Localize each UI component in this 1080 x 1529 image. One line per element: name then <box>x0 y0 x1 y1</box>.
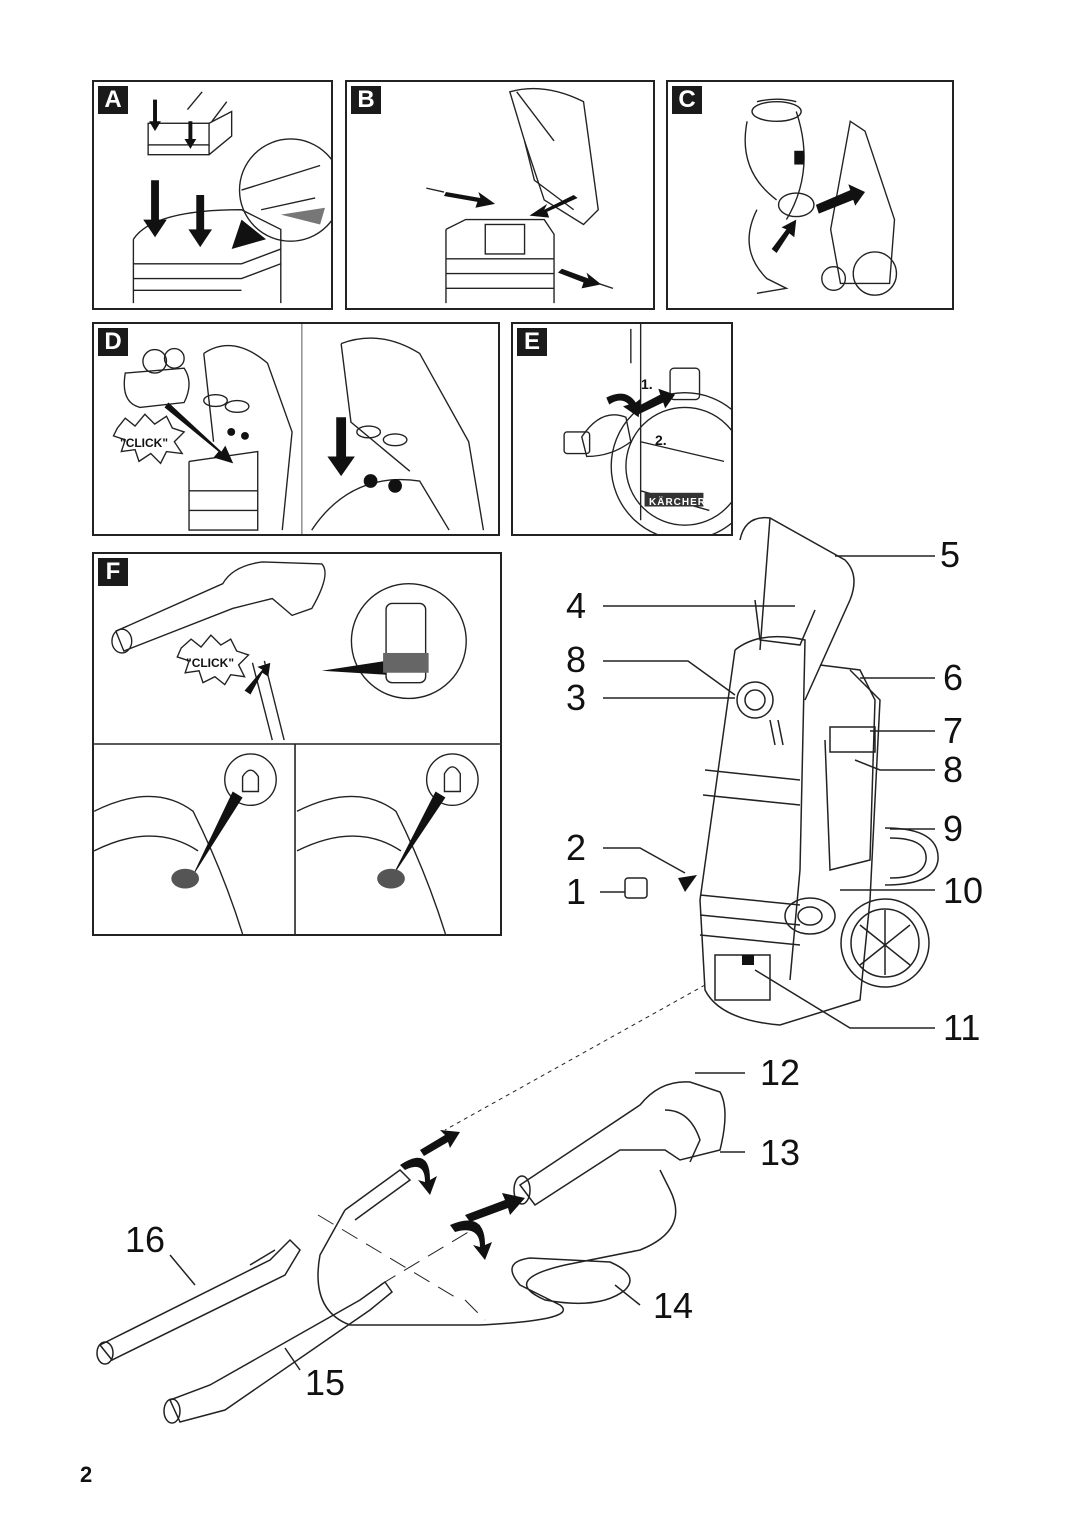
step-1-label: 1. <box>641 376 653 392</box>
callout-15: 15 <box>305 1362 346 1403</box>
panel-label-a: A <box>98 86 128 114</box>
panel-label-e: E <box>517 328 547 356</box>
callout-7: 7 <box>943 710 964 751</box>
callout-2: 2 <box>566 827 587 868</box>
click-label-f: "CLICK" <box>186 656 235 670</box>
click-label-d: "CLICK" <box>120 436 169 450</box>
panel-a: A <box>92 80 333 310</box>
illustration-e <box>563 324 731 534</box>
panel-label-b: B <box>351 86 381 114</box>
panel-label-f: F <box>98 558 128 586</box>
callout-4: 4 <box>566 585 587 626</box>
brand-label: KÄRCHER <box>649 497 706 508</box>
panel-d: D "CLICK" <box>92 322 500 536</box>
panel-e: E 1. 2. KÄRCHER <box>511 322 733 536</box>
callout-16: 16 <box>125 1219 166 1260</box>
panel-label-d: D <box>98 328 128 356</box>
callout-11: 11 <box>943 1007 981 1048</box>
callout-8-upper: 8 <box>566 639 587 680</box>
callout-13: 13 <box>760 1132 801 1173</box>
callout-1: 1 <box>566 871 587 912</box>
illustration-d <box>112 324 485 534</box>
illustration-c <box>744 98 898 296</box>
panel-label-c: C <box>672 86 702 114</box>
callout-8-lower: 8 <box>943 749 964 790</box>
callout-6: 6 <box>943 657 964 698</box>
page-number: 2 <box>80 1462 93 1487</box>
illustration-a <box>132 91 331 304</box>
callout-5: 5 <box>940 534 961 575</box>
callout-3: 3 <box>566 677 587 718</box>
panel-b: B <box>345 80 655 310</box>
illustration-b <box>426 87 614 304</box>
panel-c: C <box>666 80 954 310</box>
callout-12: 12 <box>760 1052 801 1093</box>
callout-14: 14 <box>653 1285 694 1326</box>
illustration-f <box>94 561 500 934</box>
callout-9: 9 <box>943 808 964 849</box>
panel-f: F "CLICK" <box>92 552 502 936</box>
callout-10: 10 <box>943 870 984 911</box>
step-2-label: 2. <box>655 432 667 448</box>
